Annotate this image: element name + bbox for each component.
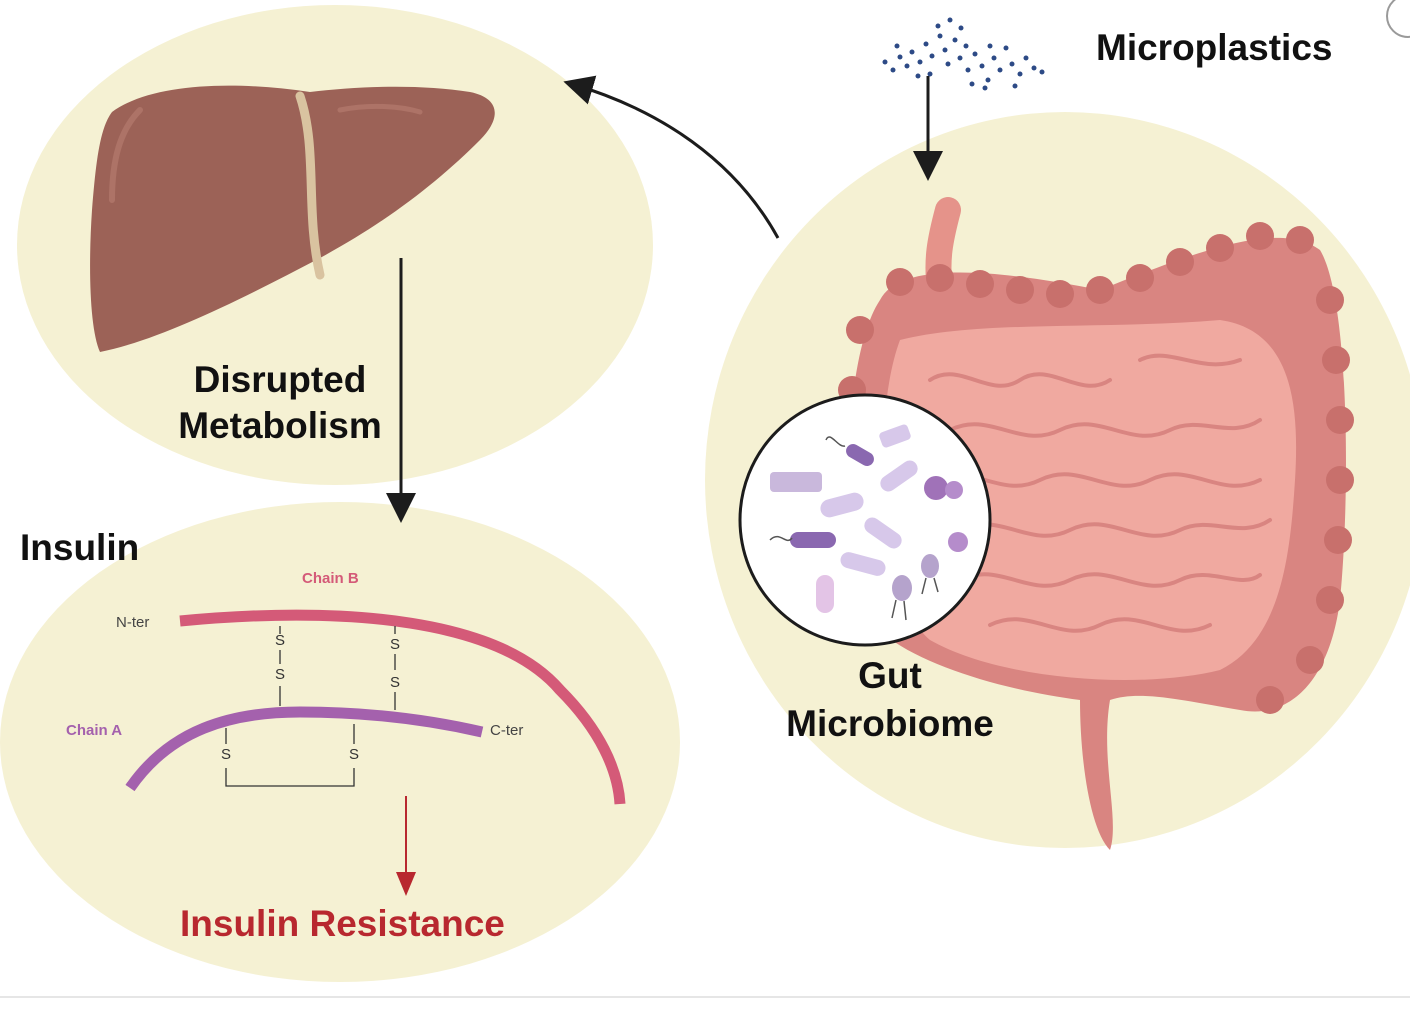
label-insulin: Insulin — [20, 527, 140, 568]
bottom-divider — [0, 996, 1410, 998]
label-c-ter: C-ter — [490, 722, 524, 739]
label-microplastics: Microplastics — [1096, 27, 1333, 68]
chain-a — [125, 706, 484, 792]
label-chain-b: Chain B — [302, 570, 359, 587]
insulin-chain-diagram — [125, 609, 626, 805]
sulfur-b1-top: S — [275, 632, 286, 649]
insulin-panel — [0, 502, 680, 982]
sulfur-b2-top: S — [390, 636, 401, 653]
liver-illustration — [90, 85, 495, 352]
label-gut: Gut — [858, 655, 922, 696]
sulfur-a-intra-right: S — [349, 746, 360, 763]
arrow-gut-to-liver — [563, 75, 780, 239]
sulfur-a2-top: S — [390, 674, 401, 691]
label-insulin-resistance: Insulin Resistance — [180, 903, 505, 944]
sulfur-a-intra-left: S — [221, 746, 232, 763]
intestine-illustration — [836, 197, 1354, 850]
microbiome-magnifier — [738, 393, 992, 647]
label-chain-a: Chain A — [66, 722, 123, 739]
arrow-to-insulin-resistance-head — [396, 872, 416, 896]
microplastic-particles — [882, 17, 1045, 91]
sulfur-a1-top: S — [275, 666, 286, 683]
chain-b — [179, 609, 626, 805]
label-microbiome: Microbiome — [786, 703, 994, 744]
label-disrupted: Disrupted — [193, 359, 367, 400]
label-metabolism: Metabolism — [178, 405, 382, 446]
label-n-ter: N-ter — [116, 614, 150, 631]
